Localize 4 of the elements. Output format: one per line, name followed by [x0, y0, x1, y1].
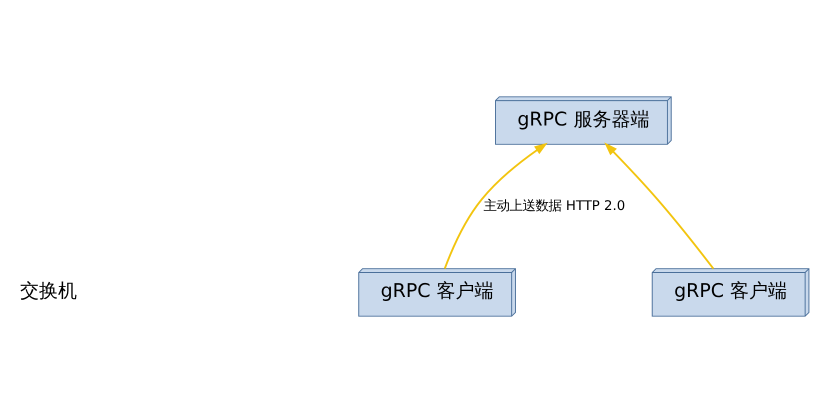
arrow [604, 142, 714, 269]
label: 交换机 [20, 280, 78, 302]
edge-label: 主动上送数据 HTTP 2.0 [484, 198, 626, 214]
arrow [444, 142, 548, 268]
